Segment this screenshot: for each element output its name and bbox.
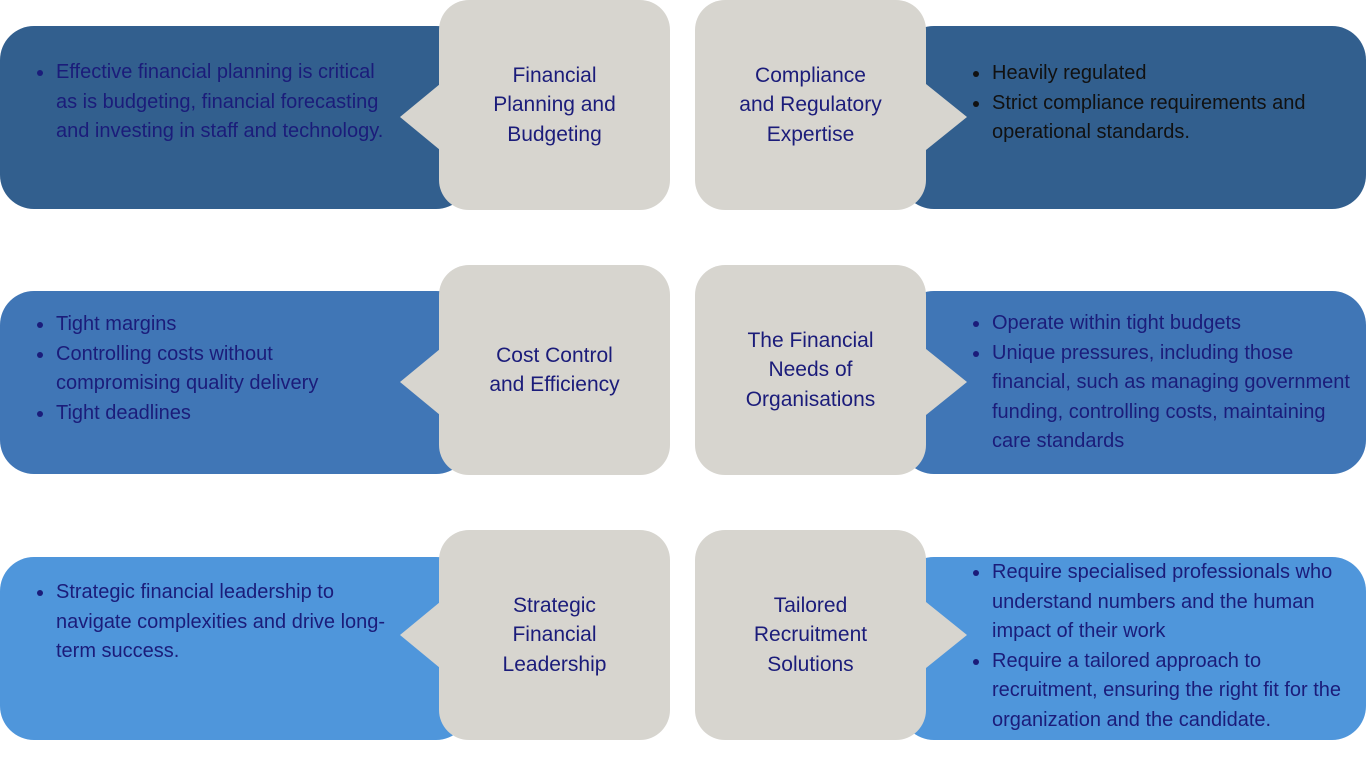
bullet-list-financial-planning: Effective financial planning is critical…: [36, 58, 396, 147]
list-item: Strict compliance requirements and opera…: [972, 89, 1360, 148]
band-right-compliance: [900, 26, 1366, 209]
card-line: Needs of: [768, 358, 853, 382]
list-item: Heavily regulated: [972, 59, 1360, 89]
card-tailored-recruitment-solutions: Tailored Recruitment Solutions: [695, 530, 926, 740]
card-line: Compliance: [755, 63, 866, 87]
list-item: Unique pressures, including those financ…: [972, 339, 1360, 457]
card-compliance-and-regulatory-expertise: Compliance and Regulatory Expertise: [695, 0, 926, 210]
list-item: Effective financial planning is critical…: [36, 58, 396, 147]
pointer-right-arrow: [926, 84, 967, 150]
card-line: Financial: [512, 63, 597, 87]
list-item: Require a tailored approach to recruitme…: [972, 647, 1360, 736]
card-cost-control-and-efficiency: Cost Control and Efficiency: [439, 265, 670, 475]
card-line: Expertise: [766, 122, 855, 146]
list-item: Tight margins: [36, 310, 396, 340]
bullet-list-compliance: Heavily regulated Strict compliance requ…: [972, 59, 1360, 148]
card-line: Strategic: [513, 593, 596, 617]
list-item: Tight deadlines: [36, 399, 396, 429]
card-line: The Financial: [747, 328, 874, 352]
list-item: Strategic financial leadership to naviga…: [36, 578, 396, 667]
band-right-recruitment: [900, 557, 1366, 740]
card-line: Planning and: [493, 93, 616, 117]
card-line: Solutions: [767, 652, 854, 676]
pointer-left-arrow: [400, 84, 440, 150]
card-line: Budgeting: [507, 122, 602, 146]
bullet-list-strategic-leadership: Strategic financial leadership to naviga…: [36, 578, 396, 667]
band-left-financial-planning: [0, 26, 470, 209]
band-left-cost-control: [0, 291, 470, 474]
card-line: Cost Control: [496, 343, 613, 367]
card-strategic-financial-leadership: Strategic Financial Leadership: [439, 530, 670, 740]
card-line: and Regulatory: [739, 93, 882, 117]
pointer-right-arrow: [926, 349, 967, 415]
band-left-strategic-leadership: [0, 557, 470, 740]
card-line: Leadership: [502, 652, 607, 676]
list-item: Operate within tight budgets: [972, 309, 1360, 339]
list-item: Controlling costs without compromising q…: [36, 340, 396, 399]
card-line: Financial: [512, 623, 597, 647]
pointer-left-arrow: [400, 349, 440, 415]
card-the-financial-needs-of-organisations: The Financial Needs of Organisations: [695, 265, 926, 475]
pointer-right-arrow: [926, 602, 967, 668]
bullet-list-cost-control: Tight margins Controlling costs without …: [36, 310, 396, 428]
card-line: Organisations: [745, 387, 876, 411]
card-line: Recruitment: [753, 623, 868, 647]
list-item: Require specialised professionals who un…: [972, 558, 1360, 647]
bullet-list-recruitment: Require specialised professionals who un…: [972, 558, 1360, 735]
pointer-left-arrow: [400, 602, 440, 668]
bullet-list-financial-needs: Operate within tight budgets Unique pres…: [972, 309, 1360, 457]
card-line: and Efficiency: [489, 373, 620, 396]
card-financial-planning-and-budgeting: Financial Planning and Budgeting: [439, 0, 670, 210]
card-line: Tailored: [773, 593, 848, 617]
